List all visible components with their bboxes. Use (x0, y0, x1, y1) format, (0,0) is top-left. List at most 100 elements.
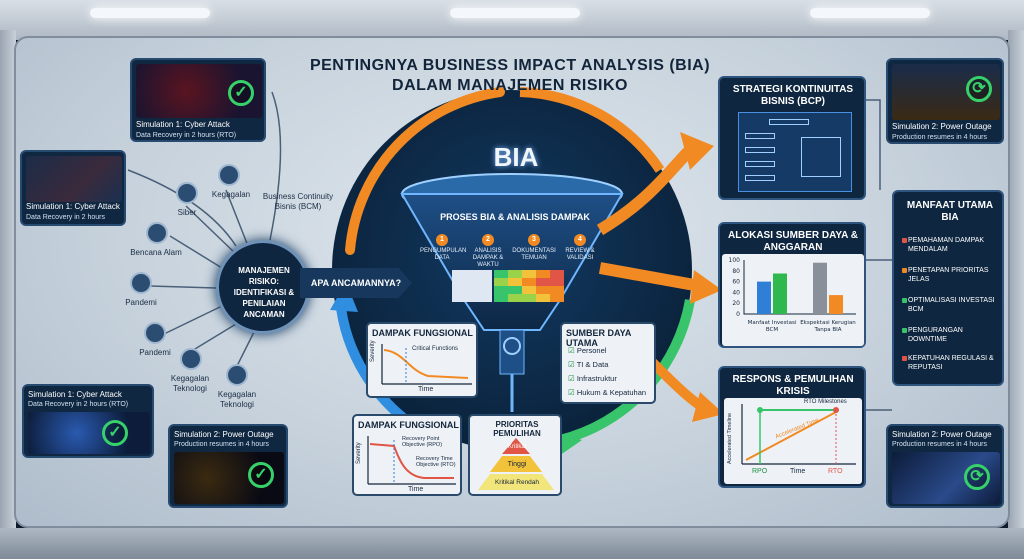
benefit-item: OPTIMALISASI INVESTASI BCM (902, 296, 1000, 314)
accelerated-line (745, 411, 837, 461)
siber-icon (176, 182, 198, 204)
risk-management-hub: MANAJEMEN RISIKO: IDENTIFIKASI & PENILAI… (216, 240, 310, 334)
sim-card-title: Simulation 1: Cyber Attack (26, 202, 120, 211)
step-number: 4 (574, 234, 586, 246)
bullet-icon (902, 298, 907, 303)
bcp-card: STRATEGI KONTINUITAS BISNIS (BCP) (718, 76, 866, 200)
sim-card-power-1: Simulation 2: Power Outage Production re… (168, 424, 288, 508)
sim-card-sub: Data Recovery in 2 hours (26, 214, 105, 221)
pandemi-icon (144, 322, 166, 344)
prioritas-card: PRIORITAS PEMULIHAN Kritikal Tinggi Krit… (468, 414, 562, 496)
benefits-title: MANFAAT UTAMA BIA (906, 200, 994, 223)
step-label: ANALISIS DAMPAK & WAKTU (472, 248, 504, 268)
sumber-item-label: TI & Data (576, 360, 609, 369)
sim-card-title: Simulation 1: Cyber Attack (136, 120, 230, 129)
sim-card-sub: Production resumes in 4 hours (174, 441, 269, 448)
rto-tick: RTO (828, 468, 843, 475)
step-label: DOKUMENTASI TEMUAN (512, 248, 556, 261)
checkmark-icon: ✓ (102, 420, 128, 446)
pandemi-icon (130, 272, 152, 294)
threat-label-siber: Siber (177, 208, 197, 217)
sumber-item: ☑ TI & Data (568, 358, 646, 372)
threat-connectors (127, 91, 282, 369)
rto-note: Recovery Time Objective (RTO) (416, 456, 456, 468)
y-tick-label: 100 (729, 257, 741, 264)
chart-background (722, 254, 864, 346)
respons-card: RESPONS & PEMULIHAN KRISIS RTO Milestone… (718, 366, 866, 488)
hub-text: MANAJEMEN RISIKO: IDENTIFIKASI & PENILAI… (233, 266, 295, 319)
benefit-item: PENGURANGAN DOWNTIME (902, 326, 1000, 344)
bia-title: BIA (493, 142, 539, 172)
sim-card-title: Simulation 1: Cyber Attack (28, 390, 122, 399)
benefit-item: KEPATUHAN REGULASI & REPUTASI (902, 354, 1000, 372)
benefits-panel: MANFAAT UTAMA BIA PEMAHAMAN DAMPAK MENDA… (892, 190, 1004, 386)
bar (829, 295, 843, 314)
bencana-alam-icon (146, 222, 168, 244)
step-number: 3 (528, 234, 540, 246)
bullet-icon (902, 268, 907, 273)
respons-chart (741, 404, 856, 465)
sumber-item: ☑ Personel (568, 344, 646, 358)
alokasi-title: ALOKASI SUMBER DAYA & ANGGARAN (727, 230, 859, 253)
priority-level-3: Kritikal Rendah (494, 479, 540, 486)
respons-chart-bg: RTO Milestones Accelerated Time RPO Time… (724, 398, 862, 484)
bullet-icon (902, 356, 907, 361)
dampak-xlabel: Time (408, 486, 424, 493)
sim-card-power-3: Simulation 2: Power Outage Production re… (886, 424, 1004, 508)
dampak-chart-2 (367, 436, 456, 485)
kegagalan-teknologi-icon (180, 348, 202, 370)
dampak-title: DAMPAK FUNGSIONAL (358, 420, 459, 430)
checkbox-icon: ☑ (568, 346, 575, 355)
step-label: REVIEW & VALIDASI (565, 248, 595, 261)
sumber-item-label: Infrastruktur (576, 374, 617, 383)
sumber-item: ☑ Hukum & Kepatuhan (568, 386, 646, 400)
threat-label-pandemi: Pandemi (125, 298, 157, 307)
respons-title: RESPONS & PEMULIHAN KRISIS (732, 374, 854, 397)
sim-card-sub: Data Recovery in 2 hours (RTO) (28, 401, 129, 408)
sim-card-title: Simulation 2: Power Outage (174, 430, 274, 439)
dampak-title: DAMPAK FUNGSIONAL (372, 328, 473, 338)
priority-level-1: Kritikal (507, 444, 526, 450)
y-tick-label: 60 (732, 279, 740, 286)
dampak-ylabel: Severity (356, 442, 362, 464)
checkbox-icon: ☑ (568, 388, 575, 397)
bcp-blueprint (738, 112, 852, 192)
prioritas-title: PRIORITAS PEMULIHAN (493, 420, 541, 438)
checkbox-icon: ☑ (568, 374, 575, 383)
checkbox-icon: ☑ (568, 360, 575, 369)
benefit-label: PENETAPAN PRIORITAS JELAS (908, 267, 989, 283)
kegagalan-icon (218, 164, 240, 186)
y-tick-label: 80 (732, 268, 740, 275)
sim-card-cyber-2: Simulation 1: Cyber Attack Data Recovery… (20, 150, 126, 226)
refresh-icon: ⟳ (964, 464, 990, 490)
respons-xlabel: Time (790, 468, 806, 475)
sim-card-cyber-1: ✓ Simulation 1: Cyber Attack Data Recove… (130, 58, 266, 142)
orange-arrow-alokasi (598, 262, 702, 292)
priority-level-2: Tinggi (507, 461, 527, 468)
dampak-chart-1 (381, 344, 472, 385)
hacker-image (26, 156, 122, 202)
kegagalan-teknologi-icon (226, 364, 248, 386)
dampak-ylabel: Severity (370, 340, 376, 362)
rto-milestones-label: RTO Milestones (804, 399, 847, 405)
rpo-note: Recovery Point Objective (RPO) (402, 436, 443, 448)
checkmark-icon: ✓ (228, 80, 254, 106)
dampak-card-2: DAMPAK FUNGSIONAL Recovery Point Objecti… (352, 414, 462, 496)
ceiling-light (450, 8, 580, 18)
benefit-label: OPTIMALISASI INVESTASI BCM (908, 297, 995, 313)
bar (813, 262, 827, 314)
funnel-heatmap (452, 270, 564, 302)
frame-right (1008, 30, 1024, 535)
orange-cycle-arrow-2 (519, 87, 665, 173)
checkmark-icon: ✓ (248, 462, 274, 488)
threat-label-kegagalan-teknologi: Kegagalan Teknologi (170, 374, 210, 393)
threat-label-pandemi-2: Pandemi (139, 348, 171, 357)
priority-pyramid (478, 438, 554, 490)
y-tick-label: 40 (732, 289, 740, 296)
step-number: 1 (436, 234, 448, 246)
